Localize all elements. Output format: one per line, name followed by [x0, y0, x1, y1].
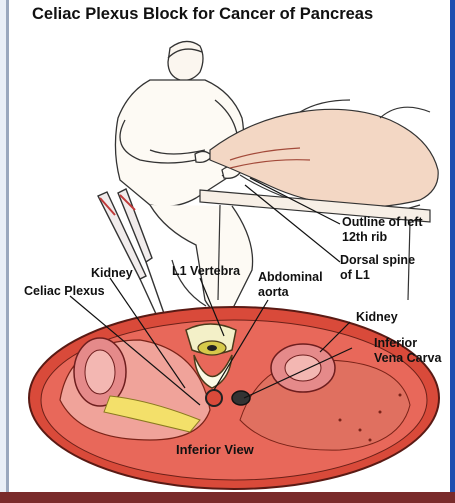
rib-label-line1: Outline of left: [342, 215, 423, 230]
rib-label-line2: 12th rib: [342, 230, 423, 245]
figure-title: Celiac Plexus Block for Cancer of Pancre…: [32, 5, 373, 24]
cross-section: [29, 307, 439, 489]
bottom-frame-strip: [0, 492, 455, 503]
ivc-label-line1: Inferior: [374, 336, 441, 351]
spine-label: Dorsal spine of L1: [340, 253, 415, 283]
kidney-left-label: Kidney: [91, 266, 133, 281]
aorta: [206, 390, 222, 406]
aorta-label: Abdominal aorta: [258, 270, 323, 300]
rib-label: Outline of left 12th rib: [342, 215, 423, 245]
spine-label-line1: Dorsal spine: [340, 253, 415, 268]
inferior-view-label: Inferior View: [176, 442, 254, 457]
l1-vertebra-label: L1 Vertebra: [172, 264, 240, 279]
spine-label-line2: of L1: [340, 268, 415, 283]
ivc-label-line2: Vena Carva: [374, 351, 441, 366]
kidney-right-label: Kidney: [356, 310, 398, 325]
celiac-plexus-label: Celiac Plexus: [24, 284, 105, 299]
vena-cava: [232, 391, 250, 405]
aorta-label-line1: Abdominal: [258, 270, 323, 285]
right-frame-strip: [450, 0, 455, 503]
ivc-label: Inferior Vena Carva: [374, 336, 441, 366]
aorta-label-line2: aorta: [258, 285, 323, 300]
